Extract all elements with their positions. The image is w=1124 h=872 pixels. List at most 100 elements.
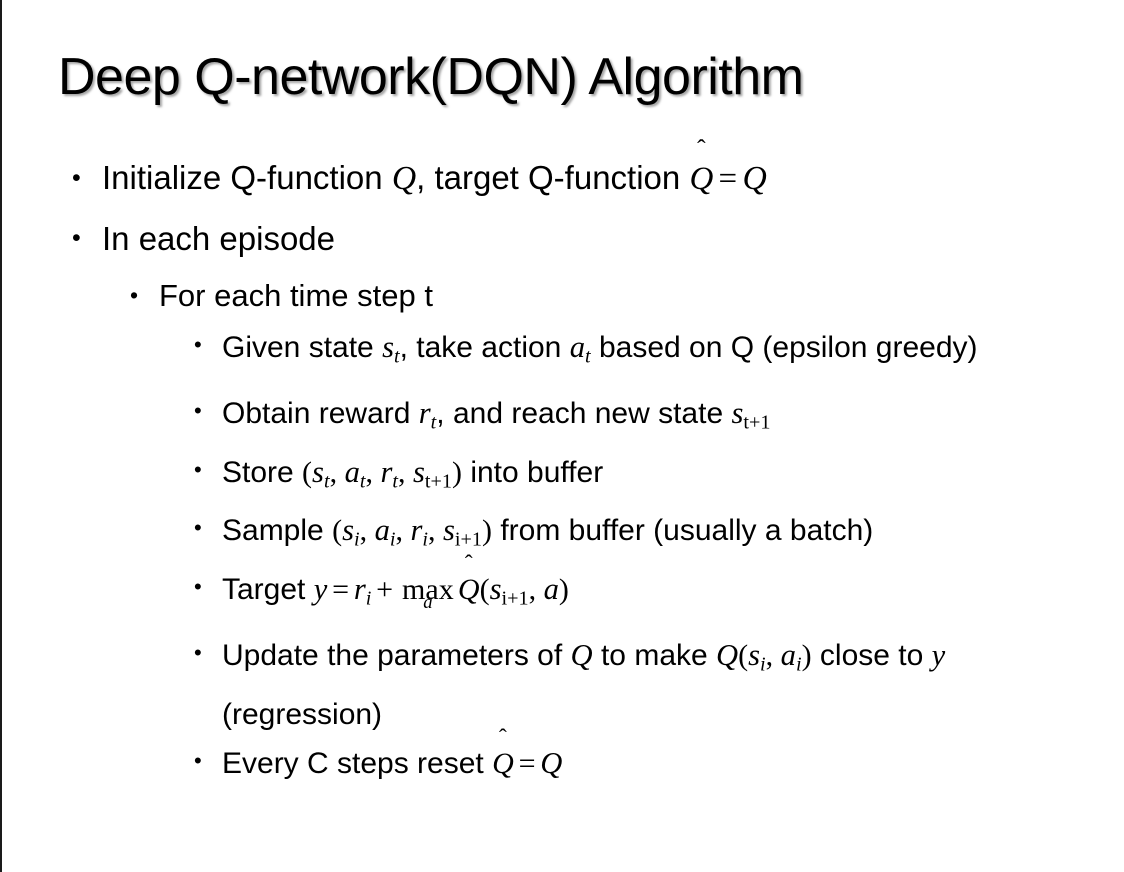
math-var-base: a xyxy=(569,330,585,364)
math-var-y: y xyxy=(313,571,328,606)
list-item-text: Update the parameters of Q to make Q(si,… xyxy=(222,631,1100,739)
math-subscript: t xyxy=(323,470,330,493)
text-run: into buffer xyxy=(461,455,604,489)
bullet-glyph-icon: • xyxy=(194,573,202,599)
math-subscript: i xyxy=(760,653,766,676)
math-var-a: ai xyxy=(374,513,396,551)
math-paren-open: ( xyxy=(332,514,343,548)
math-comma: , xyxy=(329,455,345,489)
bullet-list: • Initialize Q-function Q, target Q-func… xyxy=(2,148,1124,788)
text-run: from buffer (usually a batch) xyxy=(492,514,874,548)
math-var-s-next: si+1 xyxy=(489,571,529,610)
text-run: Update the parameters of xyxy=(222,638,571,672)
math-subscript: t xyxy=(392,470,398,493)
math-var-base: s xyxy=(748,637,761,672)
text-run: Obtain reward xyxy=(222,397,419,430)
bullet-glyph-icon: • xyxy=(72,163,81,192)
math-comma: , xyxy=(395,514,411,548)
text-run: , take action xyxy=(399,331,570,364)
text-run: Initialize Q-function xyxy=(102,159,392,196)
math-var-r: rt xyxy=(418,396,437,434)
math-var-s: st xyxy=(312,454,330,493)
math-paren-close: ) xyxy=(801,638,812,672)
math-var-base: Q xyxy=(689,161,714,197)
text-run: Given state xyxy=(222,331,383,364)
list-item-text: Given state st, take action at based on … xyxy=(222,323,1100,382)
bullet-glyph-icon: • xyxy=(194,639,202,665)
bullet-glyph-icon: • xyxy=(194,332,202,357)
math-var-base: a xyxy=(374,513,390,548)
math-var-q: Q xyxy=(540,745,563,780)
math-comma: , xyxy=(765,638,781,672)
list-item-text: Target y=ri+maxâQ(si+1, a) xyxy=(222,565,1100,624)
list-item-target: • Target y=ri+maxâQ(si+1, a) xyxy=(2,565,1124,631)
math-var-q: Q xyxy=(742,160,767,197)
math-var-base: r xyxy=(418,396,431,430)
list-item-text: In each episode xyxy=(102,220,336,257)
list-item-sample-from-buffer: • Sample (si, ai, ri, si+1) from buffer … xyxy=(2,506,1124,565)
math-var-q-hat: ̂Q xyxy=(689,149,713,209)
bullet-glyph-icon: • xyxy=(194,398,202,423)
math-var-a: at xyxy=(345,455,366,493)
math-var-base: s xyxy=(382,330,394,364)
math-subscript: i+1 xyxy=(454,528,482,551)
math-var-s-next: si+1 xyxy=(443,513,482,551)
math-var-s: si xyxy=(748,637,766,676)
math-paren-open: ( xyxy=(738,638,749,672)
math-operator-equals: = xyxy=(718,161,738,197)
math-comma: , xyxy=(428,514,443,548)
math-paren-open: ( xyxy=(302,455,313,489)
math-var-s: st+1 xyxy=(731,396,770,434)
list-item-reset-target-network: • Every C steps reset ̂Q=Q xyxy=(2,739,1124,788)
math-comma: , xyxy=(397,455,413,489)
math-operator-equals: = xyxy=(518,746,536,780)
math-subscript: i xyxy=(422,528,428,551)
math-var-q: Q xyxy=(391,160,417,197)
math-var-base: s xyxy=(312,454,324,489)
math-var-base: s xyxy=(489,571,502,606)
math-var-a: ai xyxy=(781,638,802,676)
math-var-r: ri xyxy=(410,513,428,551)
math-operator-name: max xyxy=(402,572,454,606)
page-title: Deep Q-network(DQN) Algorithm xyxy=(58,48,804,106)
list-item-update-parameters: • Update the parameters of Q to make Q(s… xyxy=(2,631,1124,739)
list-item-text: Store (st, at, rt, st+1) into buffer xyxy=(222,448,1100,507)
list-item-store-into-buffer: • Store (st, at, rt, st+1) into buffer xyxy=(2,448,1124,507)
math-var-q-hat: ̂Q xyxy=(458,565,480,614)
math-paren-close: ) xyxy=(482,514,492,548)
bullet-glyph-icon: • xyxy=(130,282,139,309)
math-var-base: s xyxy=(342,513,354,548)
math-subscript: t xyxy=(585,345,591,368)
math-comma: , xyxy=(528,572,544,606)
text-run: Sample xyxy=(222,514,333,548)
math-subscript: i xyxy=(389,528,396,551)
text-run: close to xyxy=(811,638,932,672)
math-var-y: y xyxy=(931,637,946,672)
math-var-s: st xyxy=(382,330,400,368)
bullet-glyph-icon: • xyxy=(194,515,202,541)
list-item-text: Sample (si, ai, ri, si+1) from buffer (u… xyxy=(222,506,1100,565)
math-operator-equals: = xyxy=(332,572,350,606)
math-subscript: i+1 xyxy=(501,587,529,610)
text-run: Target xyxy=(222,572,314,606)
math-comma: , xyxy=(365,455,381,489)
text-run: based on Q (epsilon greedy) xyxy=(590,331,978,364)
text-run: to make xyxy=(592,638,717,672)
math-var-base: Q xyxy=(457,572,480,606)
bullet-glyph-icon: • xyxy=(194,747,202,773)
math-var-base: s xyxy=(412,454,425,489)
math-var-base: r xyxy=(380,454,393,489)
math-operator-subscript: a xyxy=(423,591,433,613)
list-item-text: Obtain reward rt, and reach new state st… xyxy=(222,389,1100,448)
text-run: (regression) xyxy=(222,697,383,731)
list-item-text: For each time step t xyxy=(159,278,433,313)
math-var-r: rt xyxy=(380,454,398,493)
bullet-glyph-icon: • xyxy=(72,224,81,252)
math-subscript: i xyxy=(795,653,802,676)
math-var-s-next: st+1 xyxy=(412,454,452,493)
math-operator-plus: + xyxy=(376,572,394,606)
text-run: Store xyxy=(222,455,303,489)
math-var-base: s xyxy=(443,513,455,548)
